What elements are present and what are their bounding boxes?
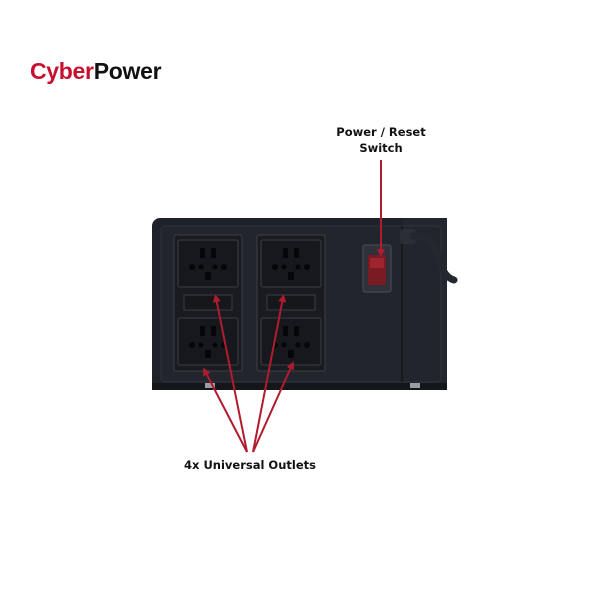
cyberpower-logo: CyberPower <box>30 58 162 85</box>
universal-outlet-icon-4 <box>260 317 322 366</box>
power-cord-icon <box>400 229 458 284</box>
universal-outlet-icon-2 <box>260 239 322 288</box>
switch-label-line2: Switch <box>359 141 403 155</box>
power-reset-switch-label: Power / Reset Switch <box>326 124 436 156</box>
logo-cyber-text: Cyber <box>30 58 94 84</box>
switch-label-line1: Power / Reset <box>336 125 426 139</box>
outlet-arrows <box>203 294 295 453</box>
logo-power-text: Power <box>93 58 162 84</box>
universal-outlets-label: 4x Universal Outlets <box>184 458 316 472</box>
universal-outlet-icon-1 <box>177 239 239 288</box>
power-reset-switch <box>362 244 392 293</box>
